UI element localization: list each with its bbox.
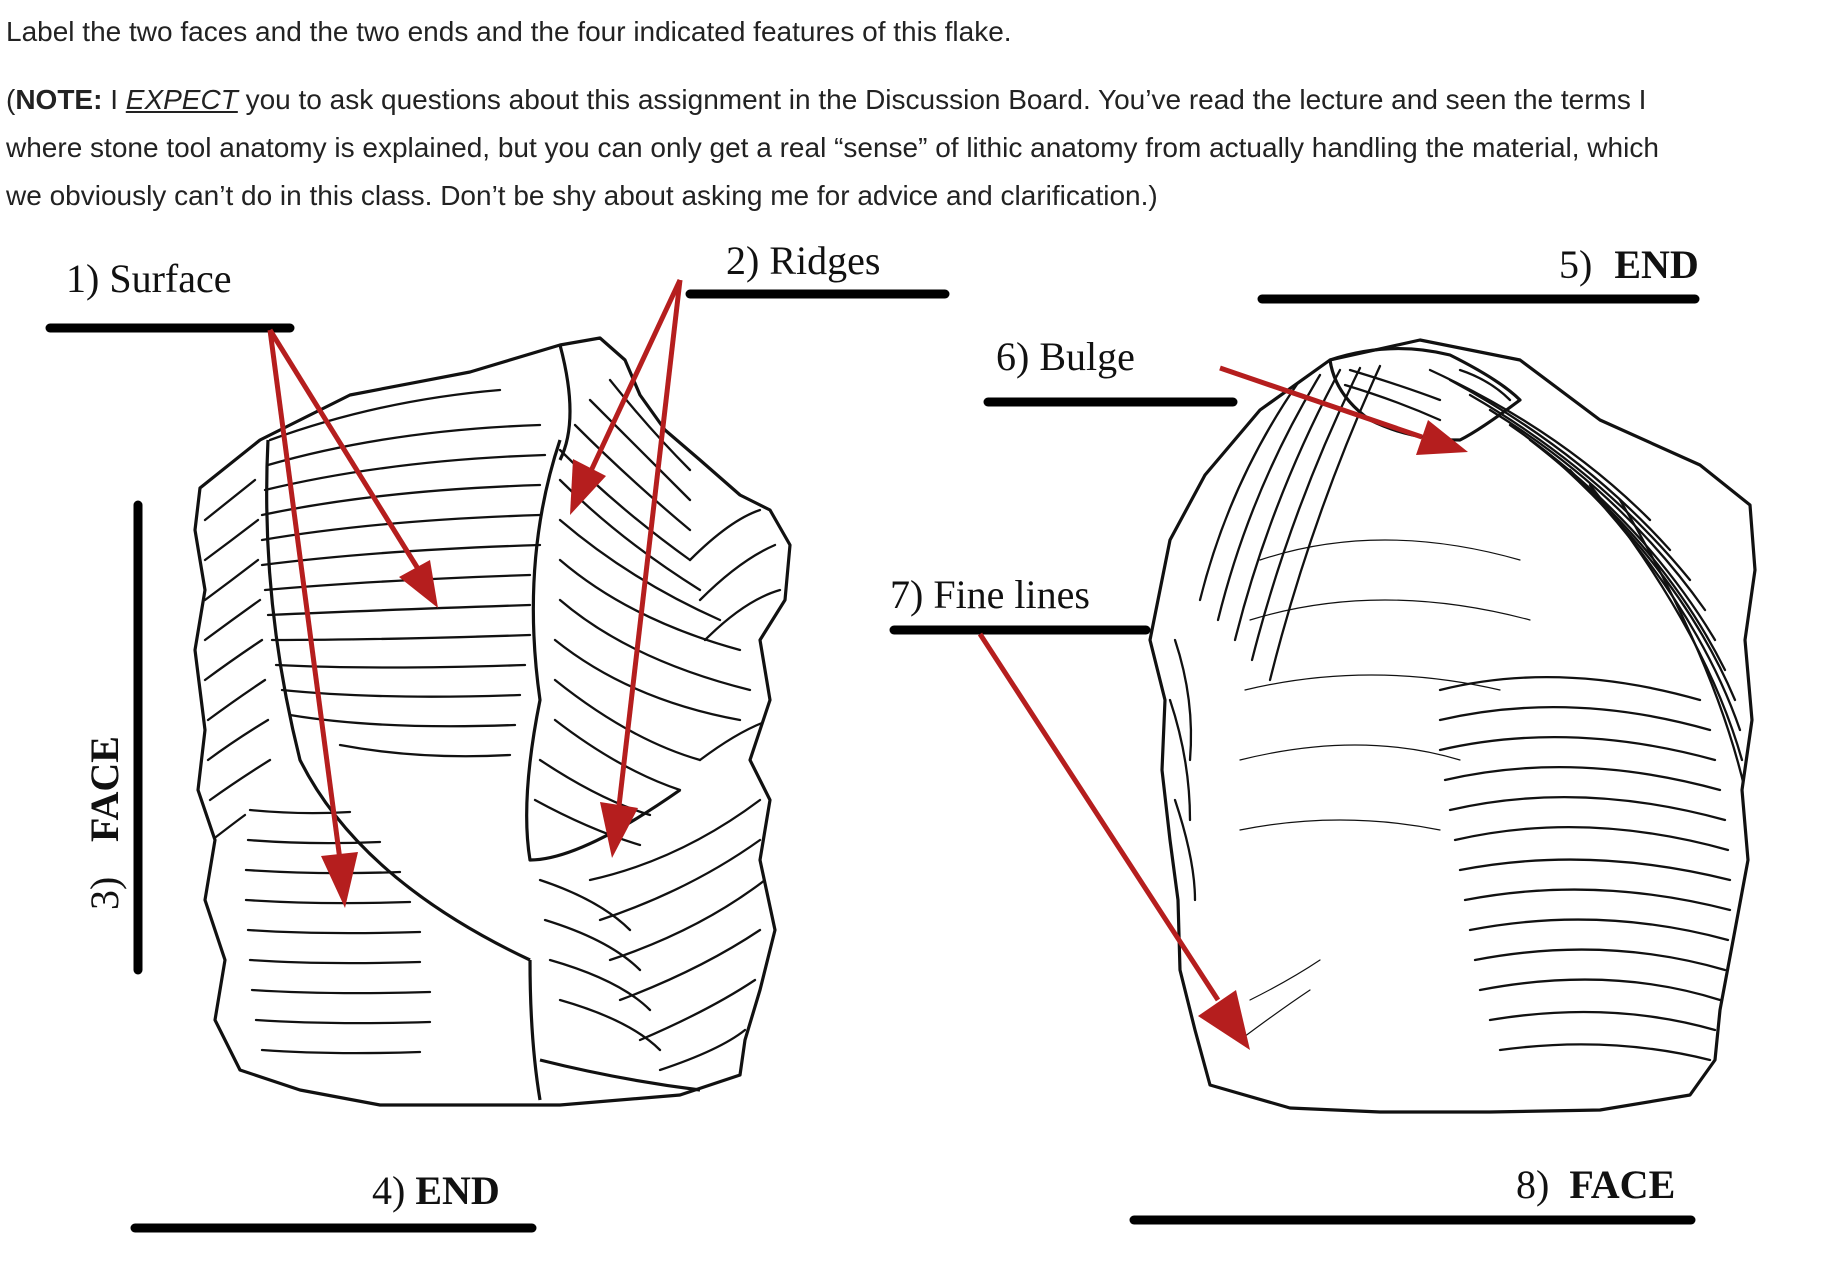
note-bold: NOTE: <box>15 84 103 115</box>
note-emphasis: EXPECT <box>125 84 238 115</box>
face-right-num: 8) <box>1516 1162 1549 1207</box>
note-paragraph: (NOTE: I EXPECT you to ask questions abo… <box>6 76 1833 220</box>
note-line-1-rest: you to ask questions about this assignme… <box>237 84 1647 115</box>
note-line-1: (NOTE: I EXPECT you to ask questions abo… <box>6 76 1833 124</box>
face-left-label: 3) FACE <box>82 736 127 910</box>
end-bottom-label: 4)END <box>372 1168 500 1213</box>
arrows <box>267 278 1468 1050</box>
ridges-arrowhead-1 <box>570 459 606 515</box>
left-flake-scar-ridges <box>265 344 701 1101</box>
right-flake-ripples-left <box>1168 364 1382 902</box>
left-flake-hatching-edge <box>203 478 272 842</box>
right-flake-faint-ripples <box>1239 539 1531 1041</box>
ridges-label: 2) Ridges <box>726 238 880 283</box>
surface-label: 1) Surface <box>66 256 231 301</box>
note-pre: I <box>102 84 126 115</box>
bulge-arrow <box>1219 365 1423 440</box>
surface-arrow-1 <box>267 328 423 574</box>
face-left-word: FACE <box>82 736 127 842</box>
fine-lines-arrowhead <box>1198 990 1250 1050</box>
bulge-arrowhead <box>1416 420 1468 455</box>
ridges-arrowhead-2 <box>600 802 638 858</box>
right-flake-outline <box>1148 338 1757 1114</box>
fine-lines-arrow <box>977 632 1221 1002</box>
face-left-num: 3) <box>82 877 127 910</box>
left-flake-outline <box>193 336 792 1107</box>
note-open-paren: ( <box>6 84 16 115</box>
bulge-label: 6) Bulge <box>996 334 1135 379</box>
end-bottom-word: END <box>415 1168 499 1213</box>
instructions-text: Label the two faces and the two ends and… <box>6 16 1012 47</box>
surface-arrow-2 <box>267 329 343 861</box>
note-line-2: where stone tool anatomy is explained, b… <box>6 132 1659 163</box>
fine-lines-label: 7) Fine lines <box>890 572 1090 617</box>
note-line-3: we obviously can’t do in this class. Don… <box>6 180 1158 211</box>
right-flake-ripples-right <box>1428 368 1747 1062</box>
labels: 1) Surface 2) Ridges 3) FACE 4)END 5)END… <box>66 238 1699 1213</box>
end-top-num: 5) <box>1559 242 1592 287</box>
end-bottom-num: 4) <box>372 1168 405 1213</box>
right-flake-drawing <box>1148 338 1757 1114</box>
surface-arrowhead-2 <box>321 852 358 908</box>
end-top-label: 5) END <box>1559 242 1699 287</box>
face-right-label: 8) FACE <box>1516 1162 1675 1207</box>
left-flake-hatching-lower <box>244 808 432 1055</box>
end-top-word: END <box>1614 242 1698 287</box>
ridges-arrow-2 <box>616 279 683 807</box>
right-flake-platform <box>1328 346 1522 442</box>
ridges-arrow-1 <box>587 278 683 475</box>
label-lines <box>45 289 1700 1233</box>
surface-arrowhead-1 <box>399 560 438 608</box>
face-right-word: FACE <box>1569 1162 1675 1207</box>
